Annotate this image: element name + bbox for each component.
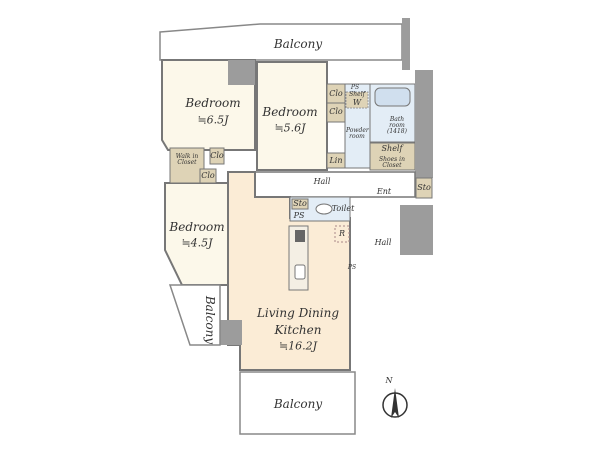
hall-outer-label: Hall bbox=[374, 238, 392, 247]
w-label: W bbox=[352, 98, 362, 107]
balcony-bottom-area bbox=[239, 371, 356, 435]
clo-area bbox=[209, 147, 225, 165]
balcony-top-label: Balcony bbox=[273, 37, 323, 51]
balcony-left-label: Balcony bbox=[203, 295, 217, 345]
clo-label: Clo bbox=[201, 171, 215, 180]
bedroom-2-area-value: ≒5.6J bbox=[274, 121, 306, 135]
hall-inner-label: Hall bbox=[313, 177, 331, 186]
bedroom-2-area bbox=[256, 61, 328, 171]
bath-room-label: Bath room (1418) bbox=[387, 116, 407, 135]
clo-label: Clo bbox=[329, 107, 343, 116]
walk-in-closet-label: Walk in Closet bbox=[175, 153, 199, 166]
ldk-area-value: ≒16.2J bbox=[278, 339, 318, 353]
ldk-label-line1: Living Dining bbox=[256, 306, 340, 320]
wall-right bbox=[415, 70, 433, 178]
sto-toilet-area bbox=[291, 198, 309, 210]
exterior-wall-right bbox=[402, 18, 410, 70]
compass-north-label: N bbox=[385, 376, 393, 385]
refrigerator-label: R bbox=[338, 229, 346, 238]
ps-top-label: PS bbox=[350, 84, 360, 91]
shelf-small-label: Shelf bbox=[349, 91, 365, 98]
ps-side-label: PS bbox=[347, 264, 357, 271]
bedroom-1-label: Bedroom bbox=[185, 96, 241, 110]
powder-room-label: Powder room bbox=[346, 127, 369, 140]
refrigerator-space bbox=[334, 225, 350, 243]
bedroom-3-area bbox=[164, 182, 229, 286]
clo-label: Clo bbox=[329, 89, 343, 98]
ps-toilet-label: PS bbox=[293, 211, 305, 220]
lin-label: Lin bbox=[329, 156, 343, 165]
compass-icon bbox=[382, 388, 408, 418]
walk-in-closet-area bbox=[169, 147, 205, 184]
shoes-closet-area bbox=[369, 142, 416, 171]
sto-entrance-label: Sto bbox=[417, 183, 431, 192]
clo-label: Clo bbox=[210, 151, 224, 160]
shoes-closet-label: Shoes in Closet bbox=[379, 156, 405, 169]
wall-block bbox=[228, 60, 255, 85]
bedroom-3-label: Bedroom bbox=[169, 220, 225, 234]
wall-hall bbox=[400, 205, 433, 255]
balcony-left-area bbox=[168, 284, 221, 346]
sto-entrance-area bbox=[415, 177, 433, 199]
wall-ldk bbox=[220, 320, 242, 345]
balcony-bottom-label: Balcony bbox=[273, 397, 323, 411]
shelf-label: Shelf bbox=[381, 144, 403, 153]
entrance-label: Ent bbox=[376, 187, 392, 196]
toilet-label: Toilet bbox=[331, 204, 355, 213]
sink-icon bbox=[294, 264, 306, 280]
sto-toilet-label: Sto bbox=[293, 199, 307, 208]
clo-area bbox=[199, 168, 217, 184]
bathtub bbox=[374, 87, 411, 107]
bedroom-1-area-value: ≒6.5J bbox=[197, 113, 229, 127]
shelf-w-area bbox=[345, 91, 369, 109]
stove-icon bbox=[295, 230, 305, 242]
toilet-fixture bbox=[315, 203, 333, 215]
bedroom-2-label: Bedroom bbox=[262, 105, 318, 119]
bedroom-3-area-value: ≒4.5J bbox=[181, 236, 213, 250]
ldk-label-line2: Kitchen bbox=[274, 323, 322, 337]
hall-area bbox=[254, 171, 416, 198]
